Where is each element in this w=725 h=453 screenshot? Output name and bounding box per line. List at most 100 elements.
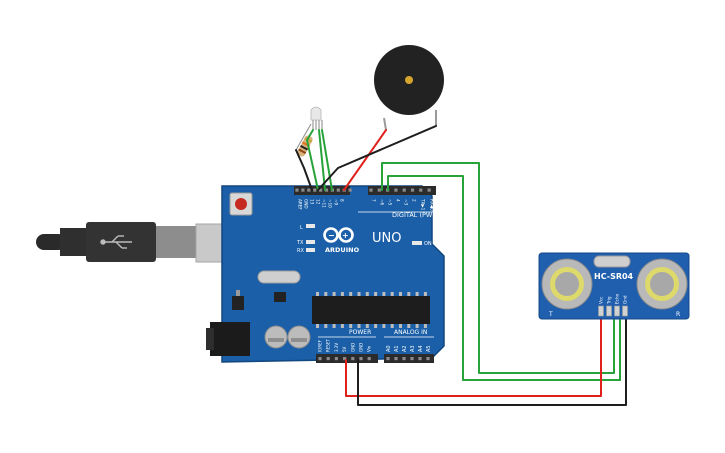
led-rx xyxy=(306,248,315,252)
sensor-pin[interactable] xyxy=(606,305,612,317)
chip-pin xyxy=(365,292,369,296)
wire-black-buzzer-gnd xyxy=(317,125,437,191)
power-pin-label: GND xyxy=(350,343,355,352)
chip-pin xyxy=(399,324,402,328)
wire-red-buzzer-9 xyxy=(343,129,387,191)
piezo-buzzer xyxy=(374,45,444,131)
analog-label: ANALOG IN xyxy=(394,329,427,336)
chip-pin xyxy=(399,292,402,296)
digital-pin-hole[interactable] xyxy=(369,188,373,192)
power-pin-label: Vin xyxy=(367,345,372,352)
wires xyxy=(295,125,627,406)
chip-pin xyxy=(415,292,419,296)
digital-pin-label: ~11 xyxy=(322,199,327,208)
reset-button-cap[interactable] xyxy=(235,198,247,210)
digital-pin-hole[interactable] xyxy=(301,188,305,192)
digital-pin-hole[interactable] xyxy=(307,188,311,192)
bottom-pin-hole[interactable] xyxy=(343,357,347,361)
digital-header-right xyxy=(368,186,436,195)
power-pin-label: RESET xyxy=(326,339,331,352)
bottom-pin-hole[interactable] xyxy=(402,357,406,361)
digital-pin-label: ~6 xyxy=(380,199,385,206)
led-on-label: ON xyxy=(424,241,432,247)
digital-pin-hole[interactable] xyxy=(402,188,406,192)
bottom-pin-hole[interactable] xyxy=(418,357,422,361)
wire-green-pin6-trig xyxy=(387,175,621,381)
power-pin-label: 5V xyxy=(342,346,347,352)
wire-red-5v-vcc xyxy=(345,315,602,397)
sensor-pin-label: Echo xyxy=(615,293,620,304)
digital-pin-hole[interactable] xyxy=(295,188,299,192)
digital-pin-hole[interactable] xyxy=(394,188,398,192)
usb-symbol-icon xyxy=(100,235,132,249)
chip-pin xyxy=(324,324,328,328)
digital-pin-hole[interactable] xyxy=(427,188,431,192)
sensor-pin[interactable] xyxy=(614,305,620,317)
digital-pin-hole[interactable] xyxy=(419,188,423,192)
bottom-pin-hole[interactable] xyxy=(359,357,363,361)
sensor-model-label: HC-SR04 xyxy=(594,272,634,281)
chip-pin xyxy=(365,324,369,328)
bottom-pin-hole[interactable] xyxy=(334,357,338,361)
chip-pin xyxy=(374,324,378,328)
bottom-pin-hole[interactable] xyxy=(318,357,322,361)
digital-pin-hole[interactable] xyxy=(336,188,340,192)
digital-pin-label: ~5 xyxy=(388,199,393,206)
led-on xyxy=(412,241,422,245)
sensor-pin[interactable] xyxy=(598,305,604,317)
chip-pin xyxy=(357,292,361,296)
power-pin-label: GND xyxy=(359,343,364,352)
chip-pin xyxy=(382,324,386,328)
chip-pin xyxy=(316,292,319,296)
digital-pin-label: AREF xyxy=(298,199,303,210)
power-header xyxy=(316,354,378,363)
digital-pin-hole[interactable] xyxy=(313,188,317,192)
chip-pin xyxy=(415,324,419,328)
digital-pin-hole[interactable] xyxy=(377,188,381,192)
digital-pin-label: 2 xyxy=(412,199,417,202)
digital-pin-label: GND xyxy=(304,199,309,209)
wire-green-led-13 xyxy=(306,129,319,191)
chip-pin xyxy=(332,324,336,328)
capacitor-2 xyxy=(287,325,311,349)
chip-pin xyxy=(316,324,319,328)
bottom-pin-hole[interactable] xyxy=(386,357,390,361)
crystal-oscillator xyxy=(257,270,301,284)
bottom-pin-hole[interactable] xyxy=(426,357,430,361)
sensor-pin-label: Vcc xyxy=(599,296,604,304)
atmega-chip xyxy=(312,296,430,324)
analog-pin-label: A3 xyxy=(410,345,416,352)
digital-pin-hole[interactable] xyxy=(348,188,352,192)
chip-pin xyxy=(340,324,344,328)
bottom-pin-hole[interactable] xyxy=(326,357,330,361)
led-tx xyxy=(306,240,315,244)
sensor-pins xyxy=(598,305,628,317)
chip-pin xyxy=(423,324,427,328)
chip-pin xyxy=(357,324,361,328)
analog-header xyxy=(384,354,434,363)
digital-pin-hole[interactable] xyxy=(319,188,323,192)
bottom-pin-hole[interactable] xyxy=(394,357,398,361)
usb-cable-strain-relief xyxy=(36,234,66,250)
analog-pin-label: A5 xyxy=(426,345,432,352)
chip-pin xyxy=(382,292,386,296)
bottom-pin-hole[interactable] xyxy=(351,357,355,361)
chip-pin xyxy=(332,292,336,296)
chip-pin xyxy=(374,292,378,296)
digital-pin-label: ~9 xyxy=(334,199,339,206)
chip-pin xyxy=(349,292,353,296)
digital-pin-hole[interactable] xyxy=(324,188,329,192)
digital-pin-label: RX◀0 xyxy=(430,199,435,211)
bottom-pin-hole[interactable] xyxy=(410,357,414,361)
sensor-pin[interactable] xyxy=(622,305,628,317)
bottom-pin-hole[interactable] xyxy=(367,357,371,361)
analog-pin-label: A2 xyxy=(402,345,408,352)
digital-pin-hole[interactable] xyxy=(410,188,415,192)
capacitor-1 xyxy=(264,325,288,349)
chip-pin xyxy=(407,292,411,296)
